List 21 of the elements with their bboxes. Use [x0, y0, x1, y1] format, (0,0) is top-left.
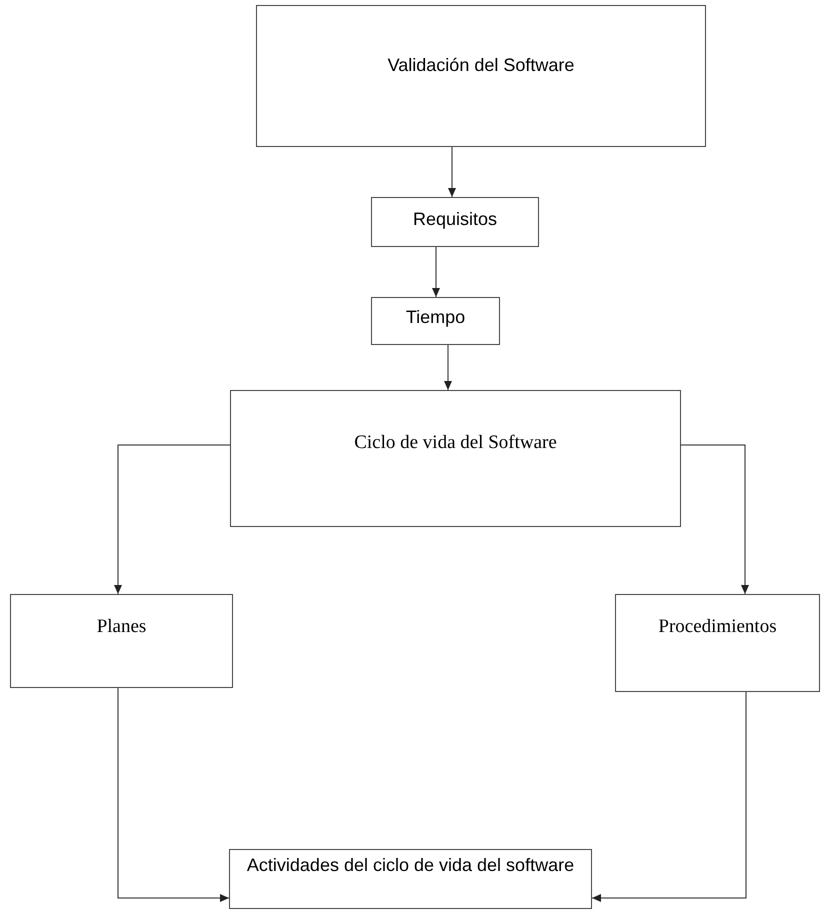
process-box	[230, 390, 681, 527]
box-label: Planes	[96, 615, 148, 639]
arrow	[444, 344, 452, 390]
arrow	[680, 444, 749, 594]
process-box	[229, 849, 592, 909]
box-label: Actividades del ciclo de vida del software	[246, 854, 576, 876]
arrow	[448, 146, 456, 198]
process-box	[615, 594, 820, 692]
box-label: Procedimientos	[657, 615, 778, 639]
arrow	[432, 246, 440, 298]
arrow	[118, 688, 230, 902]
process-box	[371, 297, 500, 345]
box-label: Ciclo de vida del Software	[353, 431, 558, 455]
box-label: Tiempo	[404, 306, 466, 328]
process-box	[371, 197, 539, 247]
arrow	[592, 692, 746, 902]
process-box	[10, 594, 233, 688]
arrow	[114, 444, 230, 594]
box-label: Validación del Software	[386, 54, 576, 76]
process-box	[256, 5, 706, 147]
box-label: Requisitos	[412, 208, 498, 230]
